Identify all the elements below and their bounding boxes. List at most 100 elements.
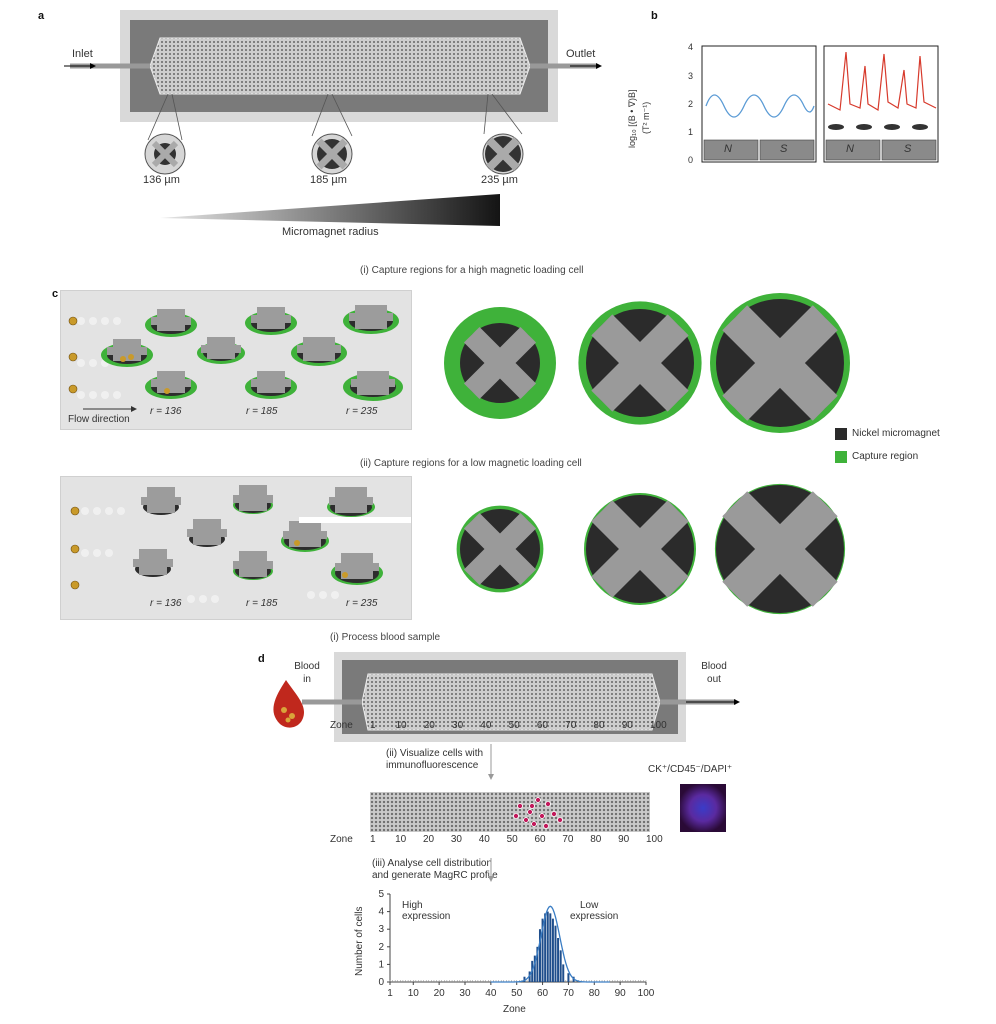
histogram-bar-zone-68 [562, 964, 565, 982]
x-tick-label-50: 50 [511, 988, 523, 999]
legend-capture-swatch [835, 451, 847, 463]
x-tick-label-90: 90 [615, 988, 627, 999]
blood-out-label: Blood out [701, 661, 727, 685]
zone-tick-60: 60 [536, 720, 548, 731]
magnet-radius-185: 185 µm [310, 174, 347, 186]
outlet-label: Outlet [566, 48, 596, 60]
step3-line1: (iii) Analyse cell distribution [372, 858, 493, 869]
histogram-bar-zone-62 [546, 911, 549, 982]
magnet-s-right: S [904, 143, 912, 155]
high-r-235: r = 235 [346, 406, 378, 417]
x-tick-label-70: 70 [563, 988, 575, 999]
b-ytick-1: 1 [688, 127, 694, 137]
histogram-bar-zone-64 [551, 918, 554, 982]
low-loading-capture-circles [456, 483, 846, 615]
zone-tick-90: 90 [618, 834, 630, 845]
panel-b-label: b [651, 10, 658, 22]
imaged-channel-strip [370, 792, 650, 832]
low-loading-3d-array [70, 485, 411, 603]
low-capture-2 [714, 483, 846, 615]
high-loading-scene [60, 290, 412, 430]
high-r-136: r = 136 [150, 406, 182, 417]
histogram-bar-zone-70 [567, 973, 570, 982]
blood-out-arrow [734, 699, 740, 705]
zone-tick-20: 20 [422, 834, 435, 845]
y-tick-label-1: 1 [378, 959, 384, 970]
x-tick-label-80: 80 [589, 988, 601, 999]
high-loading-3d-array [68, 305, 403, 412]
magnet-zoom-185 [311, 133, 353, 175]
zone-tick-80: 80 [593, 720, 605, 731]
magnet-n-left: N [724, 143, 732, 155]
y-tick-label-0: 0 [378, 977, 384, 988]
histogram-bar-zone-65 [554, 925, 557, 982]
high-loading-capture-circles [444, 293, 850, 433]
high-expression-line1: High [402, 900, 423, 911]
blood-processing-chip [273, 652, 740, 742]
x-tick-label-1: 1 [387, 988, 393, 999]
outlet-arrow-head [596, 63, 602, 69]
zone-tick-70: 70 [562, 834, 574, 845]
magnet-n-right: N [846, 143, 854, 155]
zone-label: Zone [330, 834, 353, 845]
field-gradient-plots [701, 45, 939, 163]
zone-tick-30: 30 [450, 834, 462, 845]
magnet-radius-235: 235 µm [481, 174, 518, 186]
x-tick-label-100: 100 [638, 988, 655, 999]
histogram-bar-zone-58 [536, 946, 539, 982]
histogram-bar-zone-66 [557, 938, 560, 982]
histogram-bar-zone-59 [538, 929, 541, 982]
b-ytick-2: 2 [688, 99, 694, 109]
panel-a-label: a [38, 10, 45, 22]
zone-tick-90: 90 [621, 720, 633, 731]
x-tick-label-30: 30 [459, 988, 471, 999]
high-expression-line2: expression [402, 911, 451, 922]
zone-tick-30: 30 [452, 720, 464, 731]
step2-line2: immunofluorescence [386, 760, 479, 771]
radius-wedge [160, 194, 500, 226]
zone-tick-70: 70 [565, 720, 577, 731]
zone-tick-20: 20 [423, 720, 435, 731]
step2-arrow [488, 744, 494, 780]
wedge-label: Micromagnet radius [282, 226, 379, 238]
left-permanent-magnets [703, 139, 815, 161]
low-capture-1 [584, 493, 696, 605]
zone-tick-1: 1 [370, 720, 376, 731]
high-capture-0 [444, 307, 556, 419]
zone-tick-40: 40 [480, 720, 492, 731]
panel-c-label: c [52, 288, 59, 300]
low-r-136: r = 136 [150, 598, 182, 609]
x-tick-label-60: 60 [537, 988, 549, 999]
b-ytick-3: 3 [688, 71, 694, 81]
zone-tick-50: 50 [506, 834, 518, 845]
right-permanent-magnets [825, 139, 937, 161]
microfluidic-chip-diagram [64, 10, 602, 226]
b-ytick-4: 4 [688, 42, 694, 52]
y-tick-label-5: 5 [378, 889, 384, 900]
marker-label: CK⁺/CD45⁻/DAPI⁺ [648, 764, 733, 775]
field-gradient-ylabel: log₁₀ [(B • ∇)B] [627, 89, 637, 148]
high-capture-1 [578, 301, 702, 425]
low-capture-0 [456, 505, 544, 593]
high-r-185: r = 185 [246, 406, 278, 417]
legend-nickel-swatch [835, 428, 847, 440]
high-capture-2 [710, 293, 850, 433]
zone-tick-10: 10 [395, 834, 407, 845]
low-loading-scene [60, 476, 412, 620]
zone-tick-100: 100 [646, 834, 663, 845]
high-loading-title: (i) Capture regions for a high magnetic … [360, 265, 584, 276]
step3-arrow [488, 858, 494, 882]
magnet-radius-136: 136 µm [143, 174, 180, 186]
low-loading-title: (ii) Capture regions for a low magnetic … [360, 458, 582, 469]
inlet-arrow-head [90, 63, 96, 69]
b-ytick-0: 0 [688, 155, 694, 165]
low-r-185: r = 185 [246, 598, 278, 609]
histogram-bar-zone-60 [541, 918, 544, 982]
magnet-zoom-136 [144, 133, 186, 175]
y-tick-label-4: 4 [378, 907, 384, 918]
zone-label: Zone [330, 720, 353, 731]
x-tick-label-10: 10 [408, 988, 420, 999]
low-r-235: r = 235 [346, 598, 378, 609]
